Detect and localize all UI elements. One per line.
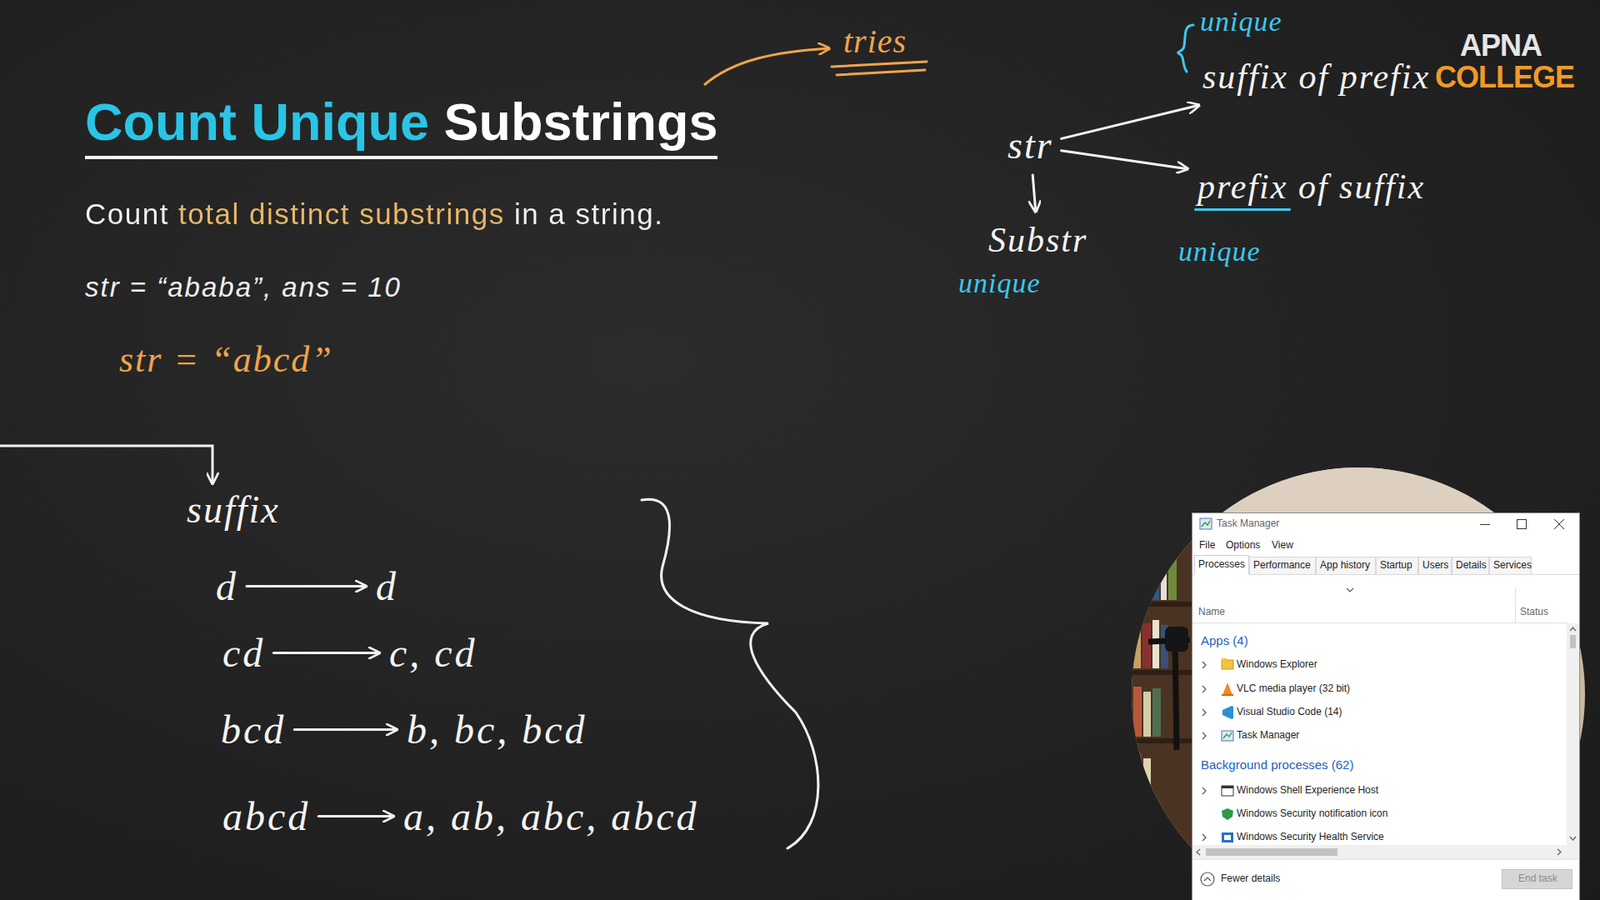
column-header: Status (1520, 606, 1549, 619)
handwritten-term: d (212, 561, 242, 611)
process-name: Windows Shell Experience Host (1236, 785, 1379, 797)
handwritten-term: prefix of suffix (1194, 165, 1429, 209)
menu-item: Options (1225, 540, 1260, 552)
tab-label: Services (1493, 560, 1532, 572)
example-text: str = “ababa”, ans = 10 (85, 271, 402, 304)
handwritten-note: str = “abcd” (119, 339, 334, 382)
term-text: cd (222, 630, 265, 676)
term-text: Substr (988, 220, 1088, 260)
tab-label: Users (1422, 560, 1449, 572)
handwritten-term: abcd (219, 791, 314, 841)
logo-text: COLLEGE (1435, 60, 1575, 95)
handwritten-term: Substr (985, 218, 1091, 262)
arrow-connector (246, 585, 366, 588)
handwritten-note: unique (1200, 5, 1283, 38)
handwritten-note: unique (1178, 235, 1261, 268)
handwritten-term: d (372, 561, 402, 611)
callout-arrow (704, 48, 830, 85)
tab-label: Details (1455, 560, 1487, 572)
term-text: d (375, 563, 399, 610)
logo-text: APNA (1460, 28, 1542, 63)
handwritten-note: unique (958, 266, 1041, 300)
bracket (1178, 25, 1194, 72)
term-text: abcd (222, 793, 310, 840)
process-name: Windows Security Health Service (1236, 831, 1385, 844)
handwritten-term: bcd (217, 705, 290, 755)
term-text: suffix of prefix (1202, 56, 1430, 97)
handwritten-term: b, bc, bcd (403, 705, 591, 755)
task-manager-window (1192, 513, 1580, 900)
group-heading: Apps (4) (1200, 633, 1249, 648)
process-name: Windows Security notification icon (1236, 808, 1388, 820)
menu-item: File (1199, 540, 1215, 552)
handwritten-term: suffix of prefix (1199, 55, 1434, 99)
term-text: c, cd (389, 630, 478, 676)
handwritten-term: str (1004, 122, 1057, 170)
term-text: bcd (220, 706, 286, 753)
term-text: prefix of suffix (1197, 166, 1425, 207)
term-text: d (215, 563, 239, 610)
button-label: End task (1518, 873, 1558, 885)
handwritten-term: cd (219, 628, 269, 678)
underline-stroke (831, 61, 927, 67)
arrow-connector (1032, 175, 1036, 212)
tab-label: Processes (1198, 559, 1245, 571)
underline-stroke (836, 70, 925, 75)
tab-label: App history (1320, 560, 1370, 572)
window-title: Task Manager (1216, 518, 1280, 530)
handwritten-note: tries (843, 22, 907, 61)
arrow-connector (318, 815, 394, 818)
handwritten-term: a, ab, abc, abcd (400, 791, 703, 841)
process-name: VLC media player (32 bit) (1236, 683, 1350, 695)
tab-label: Startup (1380, 560, 1413, 572)
underline-stroke (1194, 208, 1291, 211)
term-text: a, ab, abc, abcd (403, 793, 700, 840)
slide-title: Count Unique Substrings (85, 93, 718, 160)
handwritten-heading: suffix (186, 488, 280, 533)
menu-item: View (1271, 540, 1294, 552)
arrow-connector (1061, 150, 1188, 170)
column-header: Name (1198, 606, 1225, 619)
leader-line (0, 445, 213, 484)
process-name: Visual Studio Code (14) (1236, 706, 1343, 719)
term-text: b, bc, bcd (406, 706, 588, 753)
arrow-connector (273, 651, 380, 655)
process-name: Task Manager (1236, 730, 1300, 742)
arrow-connector (294, 728, 397, 731)
group-heading: Background processes (62) (1200, 757, 1354, 772)
footer-link: Fewer details (1220, 873, 1280, 885)
webcam-overlay (1125, 458, 1600, 900)
process-name: Windows Explorer (1236, 659, 1318, 671)
arrow-connector (1061, 105, 1200, 139)
tab-label: Performance (1253, 560, 1311, 572)
handwritten-term: c, cd (385, 628, 481, 678)
subtitle-text: Count total distinct substrings in a str… (85, 197, 664, 231)
term-text: str (1007, 124, 1054, 169)
